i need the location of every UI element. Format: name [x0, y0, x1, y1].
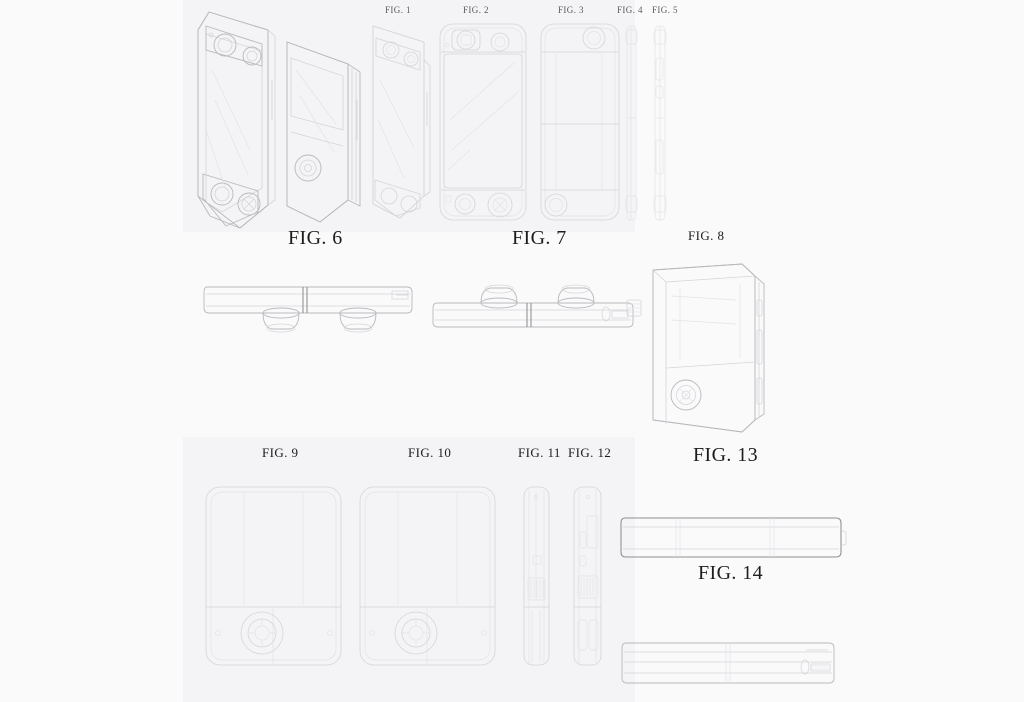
- figure-4-drawing: [625, 25, 638, 221]
- figure-label-fig-2: FIG. 2: [463, 5, 489, 15]
- figure-label-fig-13: FIG. 13: [693, 444, 759, 466]
- figure-label-fig-9: FIG. 9: [262, 445, 299, 460]
- figure-label-fig-6: FIG. 6: [288, 227, 343, 249]
- figure-10-drawing: [359, 486, 496, 666]
- figure-label-fig-3: FIG. 3: [558, 5, 584, 15]
- figure-3-drawing: [540, 23, 620, 221]
- figure-6-perspective-right: [286, 41, 361, 223]
- figure-label-fig-8: FIG. 8: [688, 228, 725, 243]
- figure-label-fig-10: FIG. 10: [408, 445, 452, 460]
- figure-1-drawing: [372, 25, 431, 219]
- figure-13-drawing: [652, 263, 765, 433]
- figure-label-fig-1: FIG. 1: [385, 5, 411, 15]
- figure-label-fig-14: FIG. 14: [698, 562, 764, 584]
- figure-14-drawing: [620, 517, 847, 558]
- figure-label-fig-4: FIG. 4: [617, 5, 643, 15]
- figure-12-drawing: [573, 486, 602, 666]
- figure-label-fig-11: FIG. 11: [518, 445, 561, 460]
- figure-2-drawing: [439, 23, 527, 221]
- figure-label-fig-12: FIG. 12: [568, 445, 612, 460]
- figure-label-fig-5: FIG. 5: [652, 5, 678, 15]
- figure-6-perspective-left: [197, 11, 276, 229]
- figure-11-drawing: [523, 486, 550, 666]
- figure-label-fig-7: FIG. 7: [512, 227, 567, 249]
- figure-9-drawing: [205, 486, 342, 666]
- edge-stub-left-of-figure-13: [626, 299, 642, 317]
- edge-view-bottom-right: [432, 284, 634, 328]
- edge-view-folded-bottom: [621, 642, 835, 684]
- edge-view-bottom-left: [203, 286, 413, 333]
- figure-5-drawing: [653, 25, 667, 221]
